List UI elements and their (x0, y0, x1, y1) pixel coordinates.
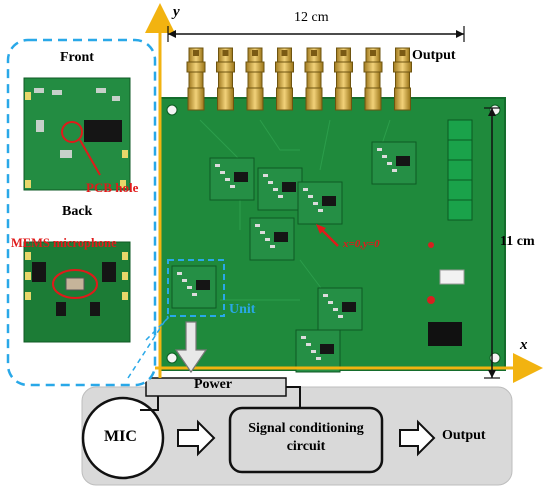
x-axis-label: x (520, 337, 528, 353)
arrow-signal-to-output (399, 419, 436, 457)
signal-label-line1: Signal conditioning (248, 421, 364, 436)
down-arrow (174, 321, 208, 374)
mems-chip (65, 277, 85, 291)
back-pcb-image (23, 241, 131, 343)
terminal-block (447, 119, 473, 221)
unit-dashed-box (167, 259, 225, 317)
back-label: Back (62, 204, 93, 219)
sensor-unit (257, 167, 303, 211)
sensor-unit (249, 217, 295, 261)
sensor-unit (171, 265, 217, 309)
mic-label: MIC (104, 428, 137, 445)
pcb-hole-label: PCB hole (86, 180, 139, 195)
width-label: 12 cm (294, 10, 329, 25)
board-output-label: Output (412, 48, 456, 63)
power-line-left (140, 396, 159, 411)
signal-conditioning-box (228, 406, 384, 474)
mic-circle (81, 396, 165, 480)
power-line-right (286, 386, 301, 408)
unit-label: Unit (229, 302, 256, 317)
sensor-unit (371, 141, 417, 185)
sma-connector (245, 47, 265, 111)
sma-connector (363, 47, 383, 111)
y-axis-label: y (173, 4, 180, 20)
front-label: Front (60, 50, 94, 65)
sma-connector (216, 47, 235, 111)
sma-connector (393, 47, 412, 111)
arrow-mic-to-signal (177, 419, 216, 457)
sma-connector (334, 47, 353, 111)
white-connector (439, 269, 465, 285)
sma-connector (186, 47, 206, 111)
origin-label: x=0,y=0 (343, 238, 380, 250)
pcb-hole-marker (61, 121, 83, 143)
power-label: Power (194, 377, 233, 392)
height-label: 11 cm (500, 234, 535, 249)
sensor-units (171, 141, 417, 373)
block-output-label: Output (442, 428, 486, 443)
sma-connector-row (186, 47, 412, 111)
sensor-unit (209, 157, 255, 201)
sensor-unit (317, 287, 363, 331)
signal-conditioning-label: Signal conditioning circuit (230, 420, 382, 456)
sensor-unit (297, 181, 343, 225)
sma-connector (304, 47, 324, 111)
mems-label: MEMS microphone (11, 236, 117, 250)
power-jack (428, 322, 462, 346)
sensor-unit (295, 329, 341, 373)
sma-connector (275, 47, 294, 111)
mems-marker (52, 269, 98, 299)
signal-label-line2: circuit (286, 439, 326, 454)
